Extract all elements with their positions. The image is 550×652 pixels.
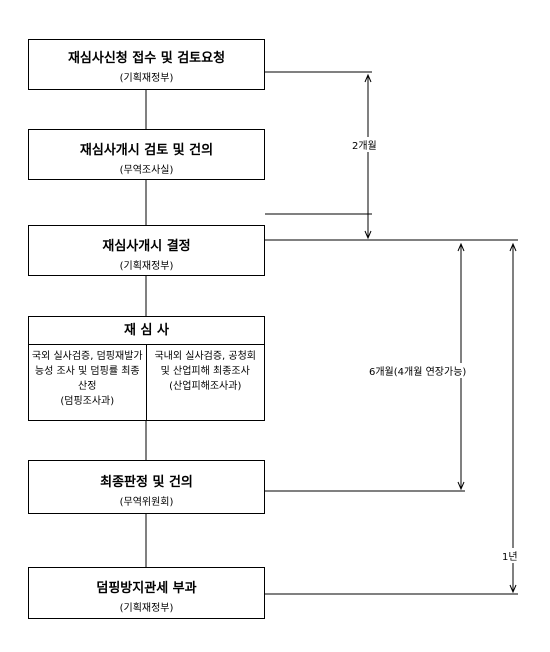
step-title: 재 심 사 <box>29 317 264 345</box>
review-dumping-text: 국외 실사검증, 덤핑재발가능성 조사 및 덤핑률 최종산정 <box>31 351 143 392</box>
step-title: 덤핑방지관세 부과 <box>96 581 197 596</box>
span3-arrow-up <box>509 242 517 252</box>
review-injury-column: 국내외 실사검증, 공청회 및 산업피해 최종조사 (산업피해조사과) <box>147 345 265 420</box>
step-org: (기획재정부) <box>119 73 174 84</box>
step-org: (기획재정부) <box>119 261 174 272</box>
review-dumping-org: (덤핑조사과) <box>60 396 115 407</box>
duration-label-1-year: 1년 <box>502 548 518 563</box>
span1-arrow-down <box>364 230 372 240</box>
span2-arrow-down <box>457 481 465 491</box>
step-review: 재 심 사 국외 실사검증, 덤핑재발가능성 조사 및 덤핑률 최종산정 (덤핑… <box>28 316 265 421</box>
step-org: (무역조사실) <box>119 165 174 176</box>
span2-arrow-up <box>457 242 465 252</box>
step-duty-imposition: 덤핑방지관세 부과 (기획재정부) <box>28 567 265 619</box>
span1-arrow-up <box>364 73 372 83</box>
step-title: 재심사개시 결정 <box>102 239 191 254</box>
review-injury-org: (산업피해조사과) <box>169 381 242 392</box>
step-initiation-review: 재심사개시 검토 및 건의 (무역조사실) <box>28 129 265 180</box>
step-initiation-decision: 재심사개시 결정 (기획재정부) <box>28 225 265 276</box>
step-title: 재심사신청 접수 및 검토요청 <box>67 51 226 66</box>
review-dumping-column: 국외 실사검증, 덤핑재발가능성 조사 및 덤핑률 최종산정 (덤핑조사과) <box>29 345 147 420</box>
step-title: 최종판정 및 건의 <box>100 475 193 490</box>
step-org: (기획재정부) <box>119 603 174 614</box>
duration-label-2-months: 2개월 <box>352 137 377 152</box>
step-title: 재심사개시 검토 및 건의 <box>79 143 214 158</box>
duration-label-6-months: 6개월(4개월 연장가능) <box>369 363 467 378</box>
step-org: (무역위원회) <box>119 497 174 508</box>
step-final-determination: 최종판정 및 건의 (무역위원회) <box>28 460 265 514</box>
review-injury-text: 국내외 실사검증, 공청회 및 산업피해 최종조사 <box>154 351 257 377</box>
span3-arrow-down <box>509 584 517 594</box>
step-application-receipt: 재심사신청 접수 및 검토요청 (기획재정부) <box>28 39 265 90</box>
